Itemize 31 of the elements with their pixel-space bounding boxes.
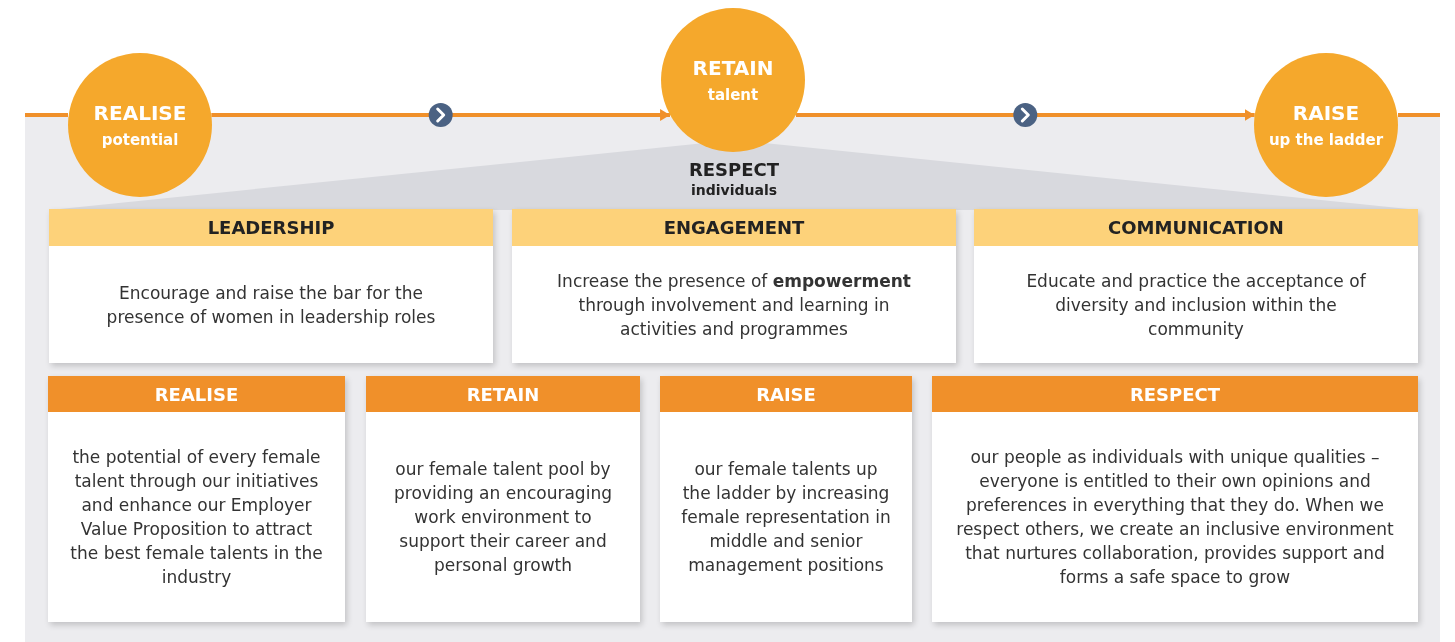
card-text: the potential of every female talent through our initiatives and enhance our Employer Value Proposition to attract the best female talents in the industry [69,446,324,589]
card-heading: RESPECT [932,376,1418,412]
arrow [795,103,1255,127]
card-heading: REALISE [48,376,345,412]
badge-title: RETAIN [692,56,774,80]
card-text: Increase the presence of empowerment through involvement and learning in activities and programmes [556,269,912,341]
card [512,209,956,363]
card-text: our female talent pool by providing an encouraging work environment to support their career and personal growth [393,458,613,577]
card [48,376,345,622]
card-text: our people as individuals with unique qualities – everyone is entitled to their own opinions and preferences in everything that they do. When we respect others, we create an inclusive environment that nurtures collaboration, provides support and forms a safe space to grow [955,446,1395,589]
card-heading: LEADERSHIP [49,209,493,246]
card [932,376,1418,622]
badge-subtitle: up the ladder [1268,131,1384,149]
card-text: Encourage and raise the bar for the presence of women in leadership roles [105,281,437,329]
card-heading: RETAIN [366,376,640,412]
card-heading: COMMUNICATION [974,209,1418,246]
banner-subtitle: individuals [690,183,778,198]
badge-subtitle: potential [101,131,179,149]
card-heading: ENGAGEMENT [512,209,956,246]
arrow [211,103,671,127]
badge-title: REALISE [93,101,187,125]
card [974,209,1418,363]
card [660,376,912,622]
card-text: our female talents up the ladder by increasing female representation in middle and senior management positions [680,458,892,577]
card [366,376,640,622]
card [49,209,493,363]
card-text: Educate and practice the acceptance of diversity and inclusion within the community [1025,269,1367,341]
card-heading: RAISE [660,376,912,412]
banner-title: RESPECT [688,160,780,180]
badge-title: RAISE [1292,101,1360,125]
badge-subtitle: talent [707,86,759,104]
